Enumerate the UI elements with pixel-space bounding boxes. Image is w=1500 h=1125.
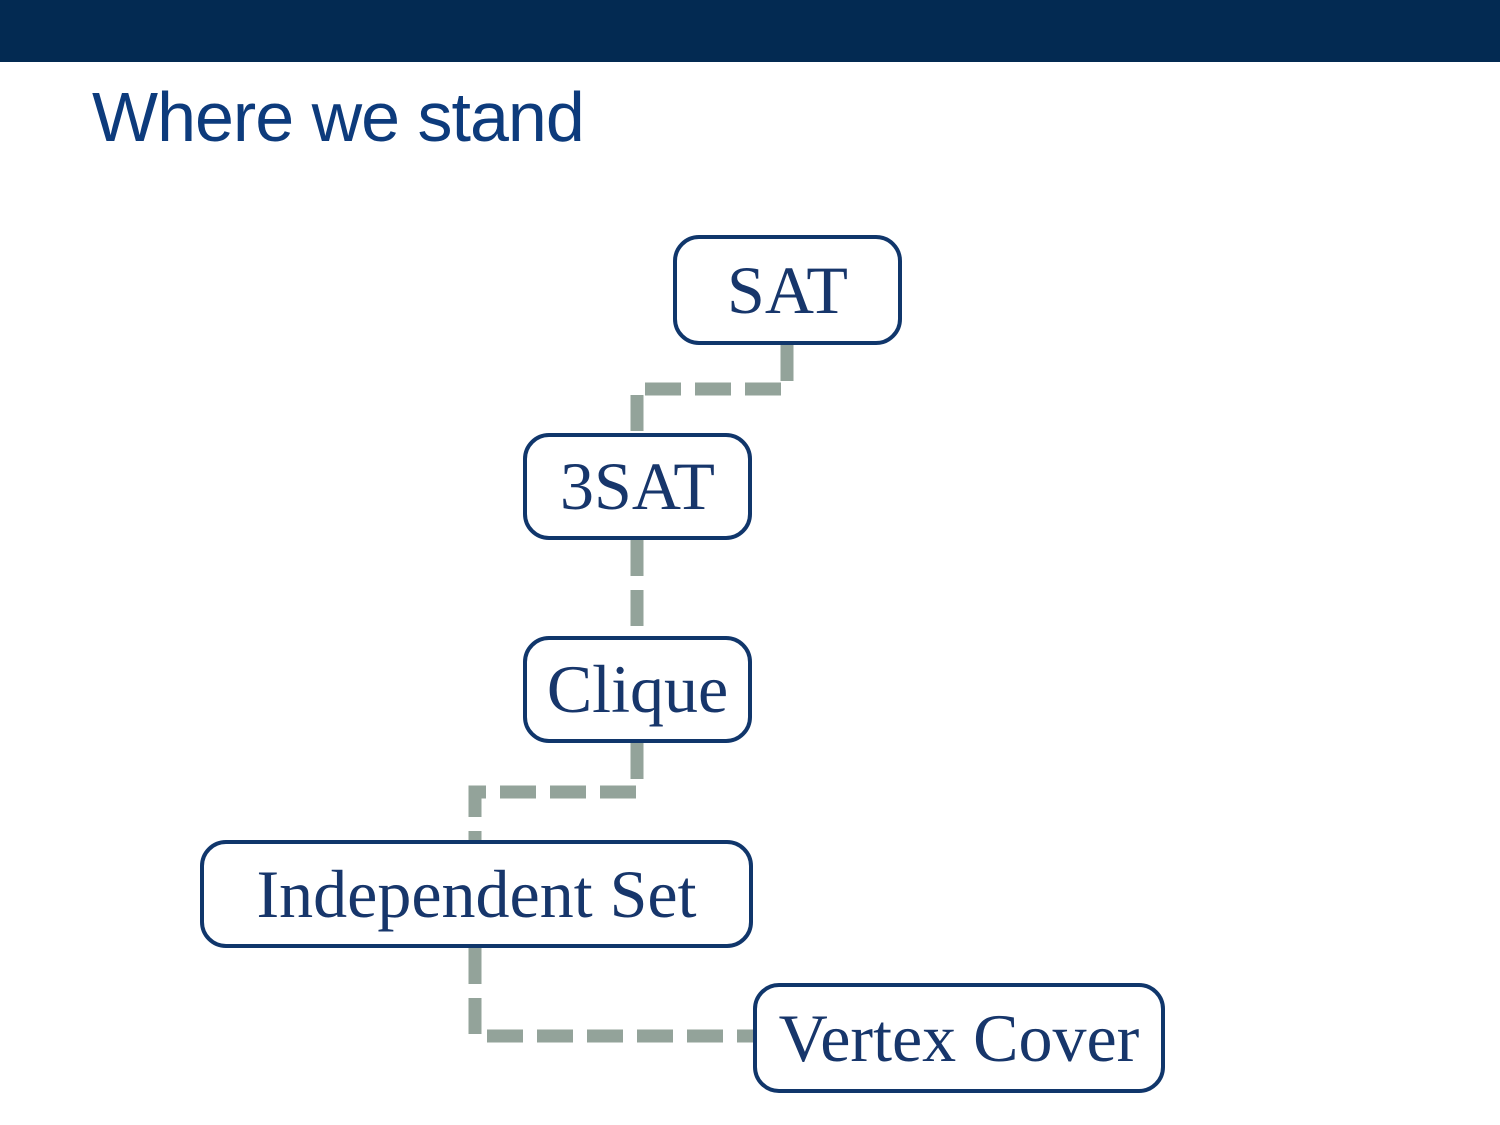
top-bar [0, 0, 1500, 62]
connector-clique-independent-set [468, 743, 644, 840]
node-vertex-cover: Vertex Cover [753, 983, 1165, 1093]
page-title: Where we stand [92, 78, 585, 156]
node-vertex-cover-label: Vertex Cover [778, 999, 1140, 1076]
node-3sat: 3SAT [523, 433, 752, 540]
connector-sat-3sat [630, 345, 794, 433]
node-3sat-label: 3SAT [560, 448, 715, 524]
node-independent-set-label: Independent Set [256, 855, 697, 932]
node-independent-set: Independent Set [200, 840, 753, 948]
node-sat: SAT [673, 235, 902, 345]
connector-independent-set-vertex-cover [468, 948, 753, 1043]
node-sat-label: SAT [727, 251, 848, 328]
node-clique: Clique [523, 636, 752, 743]
node-clique-label: Clique [546, 651, 729, 727]
